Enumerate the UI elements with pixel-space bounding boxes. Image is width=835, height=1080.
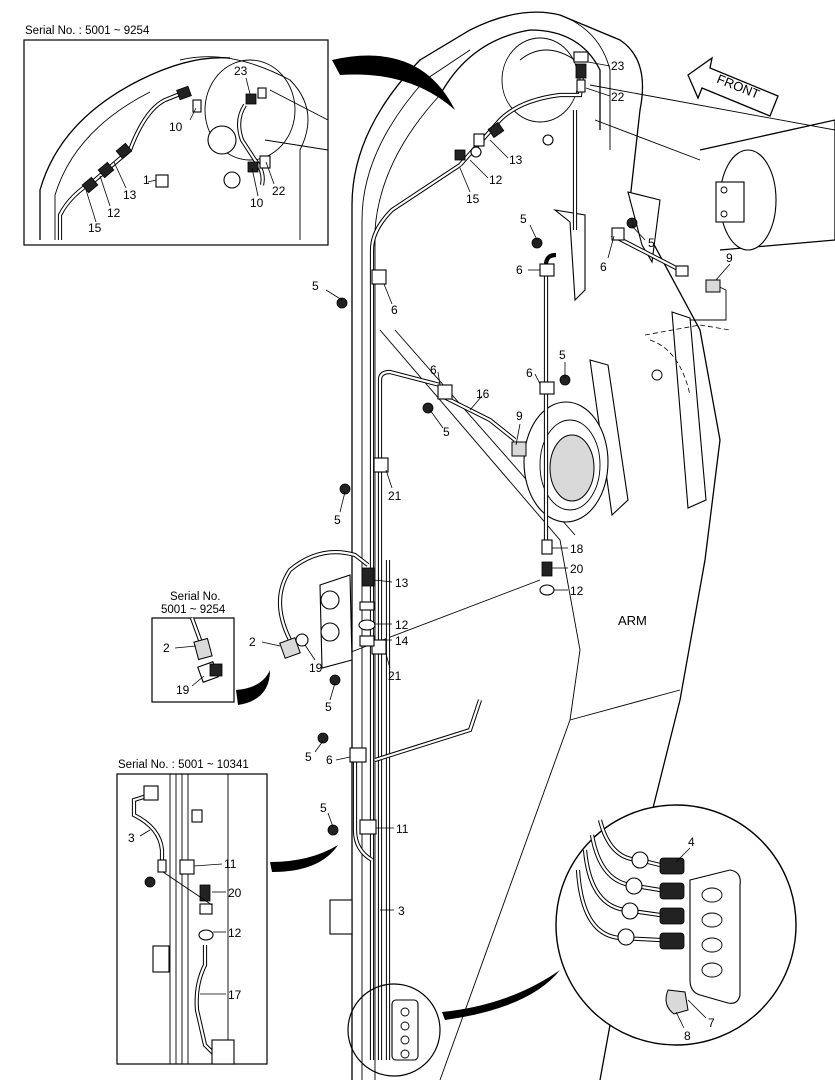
middle-inset-callout-2: 2	[163, 641, 170, 655]
callout-5: 5	[305, 750, 312, 764]
callout-6: 6	[391, 303, 398, 317]
callout-21: 21	[388, 669, 402, 683]
top-inset: Serial No. : 5001 ~ 9254 23 10 1	[23, 25, 329, 246]
callout-9: 9	[516, 409, 523, 423]
callout-5: 5	[648, 236, 655, 250]
callout-6: 6	[326, 753, 333, 767]
bottom-inset-serial: Serial No. : 5001 ~ 10341	[118, 759, 249, 771]
middle-inset-callout-19: 19	[176, 683, 190, 697]
callout-6: 6	[430, 363, 437, 377]
inset-callout-23: 23	[234, 64, 248, 78]
front-label: FRONT	[715, 71, 762, 102]
callout-12: 12	[570, 584, 584, 598]
middle-inset-pointer	[236, 670, 270, 705]
callout-5: 5	[334, 513, 341, 527]
callout-5: 5	[320, 801, 327, 815]
middle-inset-serial-2: 5001 ~ 9254	[161, 604, 226, 616]
callout-numbers: 23 22 13 12 15 5 5 6 6 9 5 6 6 16 5 9 5 …	[249, 59, 733, 918]
arm-label: ARM	[618, 613, 647, 628]
callout-13: 13	[509, 153, 523, 167]
callout-5: 5	[325, 700, 332, 714]
callout-5: 5	[312, 279, 319, 293]
bottom-inset-callout-11: 11	[224, 857, 237, 871]
connector-callout-7: 7	[708, 1016, 715, 1030]
connector-callout-4: 4	[688, 835, 695, 849]
callout-5: 5	[520, 212, 527, 226]
middle-inset: Serial No. 5001 ~ 9254 2 19	[151, 591, 235, 703]
callout-12: 12	[395, 618, 409, 632]
connector-callout-8: 8	[684, 1029, 691, 1043]
callout-19: 19	[309, 661, 323, 675]
bottom-inset-callout-17: 17	[228, 988, 242, 1002]
callout-12: 12	[489, 173, 503, 187]
callout-23: 23	[611, 59, 625, 73]
callout-21: 21	[388, 489, 402, 503]
bottom-inset-callout-3: 3	[128, 831, 135, 845]
middle-inset-frame	[151, 617, 235, 703]
bottom-inset-callout-20: 20	[228, 886, 242, 900]
front-arrow: FRONT	[687, 56, 779, 117]
inset-callout-1: 1	[143, 173, 150, 187]
callout-3: 3	[398, 904, 405, 918]
callout-6: 6	[600, 260, 607, 274]
callout-leaders	[261, 61, 731, 911]
callout-5: 5	[443, 425, 450, 439]
callout-11: 11	[396, 822, 409, 836]
callout-14: 14	[395, 634, 409, 648]
callout-22: 22	[611, 90, 625, 104]
callout-13: 13	[395, 576, 409, 590]
callout-20: 20	[570, 562, 584, 576]
callout-5: 5	[559, 348, 566, 362]
middle-inset-serial-1: Serial No.	[170, 591, 221, 603]
inset-callout-22: 22	[272, 184, 286, 198]
connector-detail-circle	[347, 983, 441, 1077]
hose-lines	[278, 74, 681, 1060]
inset-callout-15: 15	[88, 221, 102, 235]
connector-inset: 4 7 8	[555, 804, 797, 1046]
inset-callout-10: 10	[169, 120, 183, 134]
callout-6: 6	[516, 263, 523, 277]
callout-15: 15	[466, 192, 480, 206]
inset-callout-13: 13	[123, 188, 137, 202]
callout-9: 9	[726, 251, 733, 265]
callout-6: 6	[526, 366, 533, 380]
top-inset-serial: Serial No. : 5001 ~ 9254	[25, 25, 150, 37]
callout-2: 2	[249, 635, 256, 649]
connector-inset-pointer	[442, 970, 560, 1020]
bottom-inset-pointer	[270, 845, 338, 872]
inset-callout-12: 12	[107, 206, 121, 220]
bottom-inset: Serial No. : 5001 ~ 10341 3 11 20 12 17	[116, 759, 268, 1065]
top-inset-pointer	[332, 55, 455, 110]
inset-callout-10: 10	[250, 196, 264, 210]
callout-18: 18	[570, 542, 584, 556]
callout-16: 16	[476, 387, 490, 401]
fittings	[279, 51, 721, 1061]
bottom-inset-callout-12: 12	[228, 926, 242, 940]
